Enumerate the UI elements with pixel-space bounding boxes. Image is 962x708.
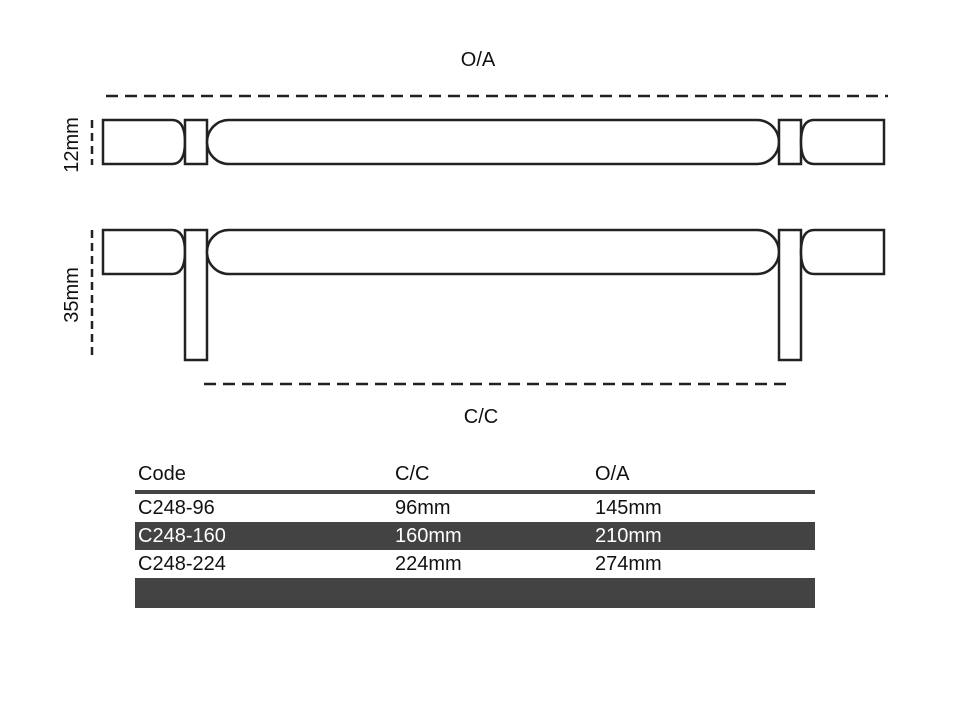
cell-code: C248-160 (138, 525, 226, 547)
cell-centre-to-centre: 224mm (395, 553, 462, 575)
overall-length-label: O/A (461, 49, 496, 71)
size-table: Code C/C O/A C248-96 96mm 145mm C248-160… (135, 462, 815, 608)
header-overall: O/A (595, 463, 630, 485)
cell-overall: 210mm (595, 525, 662, 547)
table-header-row: Code C/C O/A (135, 462, 815, 494)
cell-centre-to-centre: 96mm (395, 497, 451, 519)
table-row: C248-160 160mm 210mm (135, 522, 815, 550)
handle-side-view (101, 228, 886, 362)
cell-code: C248-224 (138, 553, 226, 575)
handle-top-view (101, 118, 886, 166)
cell-centre-to-centre: 160mm (395, 525, 462, 547)
top-view-height-label: 12mm (61, 117, 83, 173)
centre-distance-label: C/C (464, 406, 498, 428)
table-row: C248-96 96mm 145mm (135, 494, 815, 522)
header-centre-to-centre: C/C (395, 463, 430, 485)
table-row: C248-224 224mm 274mm (135, 550, 815, 578)
side-view-height-label: 35mm (61, 267, 83, 323)
cell-overall: 145mm (595, 497, 662, 519)
header-code: Code (138, 463, 186, 485)
table-empty-row (135, 578, 815, 608)
cell-overall: 274mm (595, 553, 662, 575)
cell-code: C248-96 (138, 497, 215, 519)
